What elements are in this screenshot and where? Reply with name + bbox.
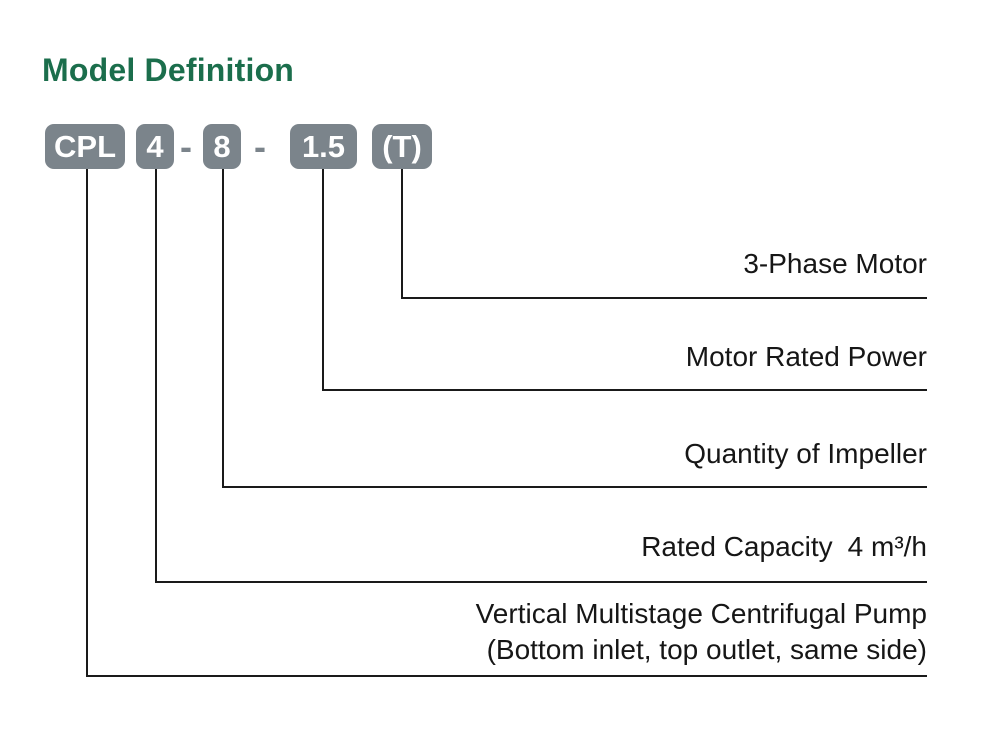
connector-series-horizontal <box>86 675 927 677</box>
model-segment-phase: (T) <box>372 124 432 169</box>
connector-impellers-horizontal <box>222 486 927 488</box>
connector-series-vertical <box>86 169 88 677</box>
model-separator-dash: - <box>254 125 266 167</box>
connector-phase-horizontal <box>401 297 927 299</box>
callout-label-power: Motor Rated Power <box>685 341 927 372</box>
page-title: Model Definition <box>42 52 295 88</box>
model-segment-impellers: 8 <box>203 124 241 169</box>
callout-label-capacity: Rated Capacity 4 m³/h <box>641 531 927 563</box>
callout-series-line1: Vertical Multistage Centrifugal Pump <box>475 598 927 629</box>
model-segment-capacity: 4 <box>136 124 174 169</box>
callout-series-line2: (Bottom inlet, top outlet, same side) <box>486 634 927 665</box>
model-segment-power: 1.5 <box>290 124 357 169</box>
connector-capacity-horizontal <box>155 581 927 583</box>
model-separator-dash: - <box>180 125 192 167</box>
connector-phase-vertical <box>401 169 403 299</box>
callout-capacity-value: 4 m³/h <box>847 531 927 562</box>
callout-label-phase: 3-Phase Motor <box>743 248 927 279</box>
connector-impellers-vertical <box>222 169 224 488</box>
callout-label-impellers: Quantity of Impeller <box>684 438 927 469</box>
connector-capacity-vertical <box>155 169 157 583</box>
connector-power-vertical <box>322 169 324 391</box>
model-segment-series: CPL <box>45 124 125 169</box>
connector-power-horizontal <box>322 389 927 391</box>
callout-capacity-text: Rated Capacity <box>641 531 833 562</box>
callout-label-series: Vertical Multistage Centrifugal Pump (Bo… <box>476 596 927 668</box>
